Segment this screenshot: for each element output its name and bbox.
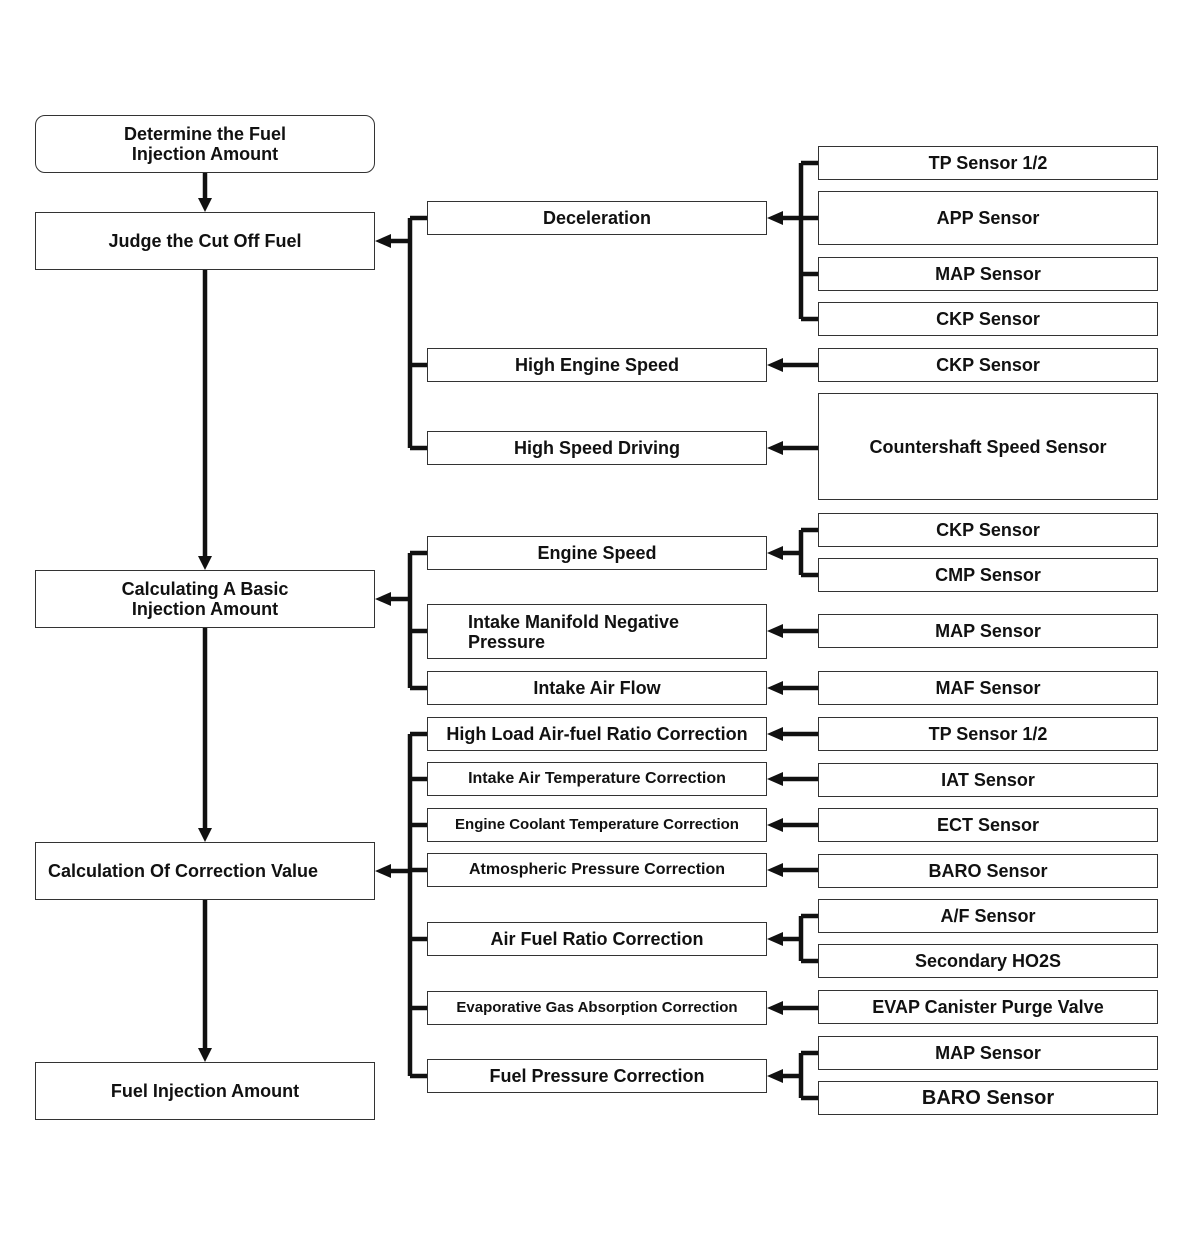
- arrowhead: [767, 681, 783, 695]
- start-box: Determine the Fuel Injection Amount: [35, 115, 375, 173]
- map-sensor-box: MAP Sensor: [818, 257, 1158, 291]
- correction-value-box: Calculation Of Correction Value: [35, 842, 375, 900]
- intake-air-temp-correction-box: Intake Air Temperature Correction: [427, 762, 767, 796]
- arrowhead: [375, 592, 391, 606]
- arrowhead: [198, 828, 212, 842]
- intake-air-flow-box: Intake Air Flow: [427, 671, 767, 705]
- tp-sensor-box: TP Sensor 1/2: [818, 717, 1158, 751]
- evap-purge-valve-box: EVAP Canister Purge Valve: [818, 990, 1158, 1024]
- air-fuel-ratio-correction-box: Air Fuel Ratio Correction: [427, 922, 767, 956]
- maf-sensor-box: MAF Sensor: [818, 671, 1158, 705]
- arrowhead: [767, 546, 783, 560]
- cut-off-fuel-box: Judge the Cut Off Fuel: [35, 212, 375, 270]
- atmospheric-correction-box: Atmospheric Pressure Correction: [427, 853, 767, 887]
- fuel-injection-amount-box: Fuel Injection Amount: [35, 1062, 375, 1120]
- ect-sensor-box: ECT Sensor: [818, 808, 1158, 842]
- map-sensor-box: MAP Sensor: [818, 1036, 1158, 1070]
- baro-sensor-box: BARO Sensor: [818, 854, 1158, 888]
- countershaft-speed-sensor-box: Countershaft Speed Sensor: [818, 393, 1158, 500]
- deceleration-box: Deceleration: [427, 201, 767, 235]
- ckp-sensor-box: CKP Sensor: [818, 302, 1158, 336]
- arrowhead: [767, 863, 783, 877]
- tp-sensor-box: TP Sensor 1/2: [818, 146, 1158, 180]
- arrowhead: [767, 211, 783, 225]
- map-sensor-box: MAP Sensor: [818, 614, 1158, 648]
- basic-injection-box: Calculating A Basic Injection Amount: [35, 570, 375, 628]
- arrowhead: [767, 358, 783, 372]
- high-engine-speed-box: High Engine Speed: [427, 348, 767, 382]
- coolant-temp-correction-box: Engine Coolant Temperature Correction: [427, 808, 767, 842]
- baro-sensor-box: BARO Sensor: [818, 1081, 1158, 1115]
- arrowhead: [767, 932, 783, 946]
- arrowhead: [198, 556, 212, 570]
- intake-manifold-box: Intake Manifold Negative Pressure: [427, 604, 767, 659]
- cmp-sensor-box: CMP Sensor: [818, 558, 1158, 592]
- arrowhead: [198, 1048, 212, 1062]
- secondary-ho2s-box: Secondary HO2S: [818, 944, 1158, 978]
- engine-speed-box: Engine Speed: [427, 536, 767, 570]
- arrowhead: [767, 1001, 783, 1015]
- app-sensor-box: APP Sensor: [818, 191, 1158, 245]
- arrowhead: [375, 234, 391, 248]
- arrowhead: [767, 818, 783, 832]
- arrowhead: [767, 1069, 783, 1083]
- arrowhead: [767, 441, 783, 455]
- ckp-sensor-box: CKP Sensor: [818, 348, 1158, 382]
- evap-gas-correction-box: Evaporative Gas Absorption Correction: [427, 991, 767, 1025]
- high-load-correction-box: High Load Air-fuel Ratio Correction: [427, 717, 767, 751]
- ckp-sensor-box: CKP Sensor: [818, 513, 1158, 547]
- arrowhead: [767, 772, 783, 786]
- arrowhead: [767, 624, 783, 638]
- iat-sensor-box: IAT Sensor: [818, 763, 1158, 797]
- fuel-pressure-correction-box: Fuel Pressure Correction: [427, 1059, 767, 1093]
- arrowhead: [767, 727, 783, 741]
- high-speed-driving-box: High Speed Driving: [427, 431, 767, 465]
- arrowhead: [375, 864, 391, 878]
- af-sensor-box: A/F Sensor: [818, 899, 1158, 933]
- arrowhead: [198, 198, 212, 212]
